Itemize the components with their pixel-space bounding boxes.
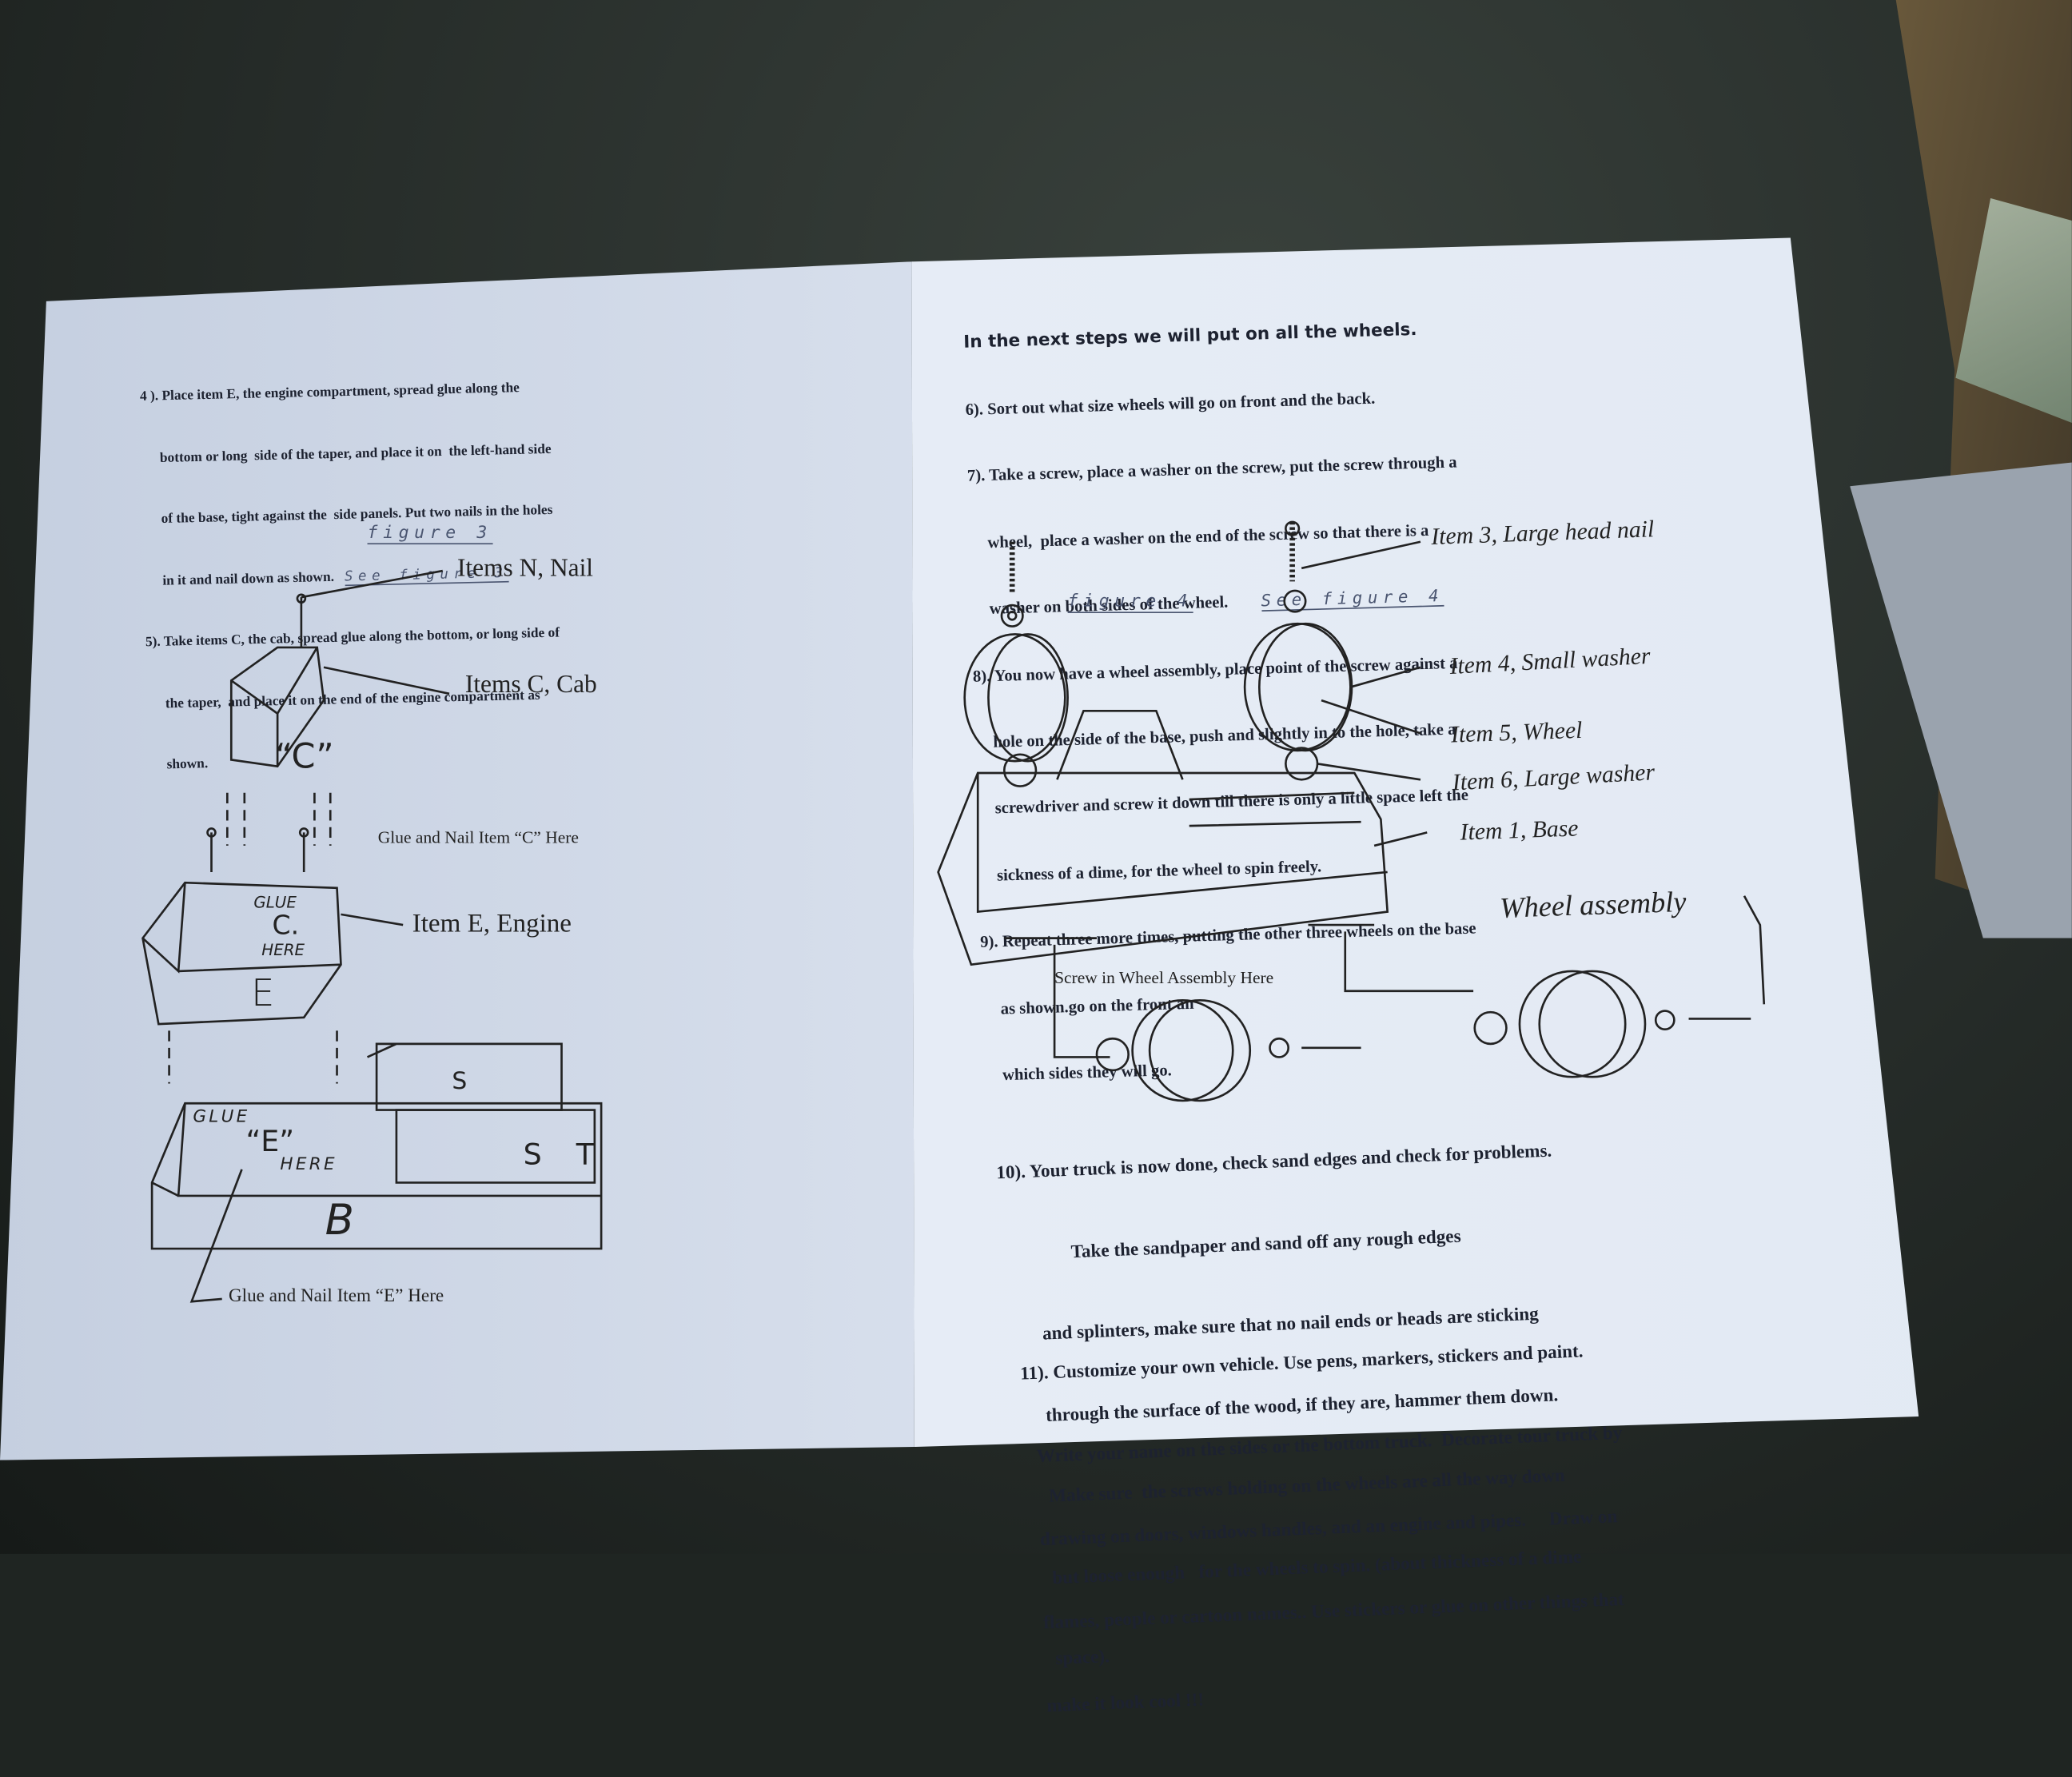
label-glue-c: Glue and Nail Item “C” Here bbox=[377, 827, 579, 847]
figure-4-drawing bbox=[0, 0, 2072, 1554]
sketch-letter-c2: C. bbox=[272, 909, 300, 941]
sketch-here-2: HERE bbox=[280, 1154, 337, 1175]
sketch-letter-e: E bbox=[251, 970, 275, 1015]
label-nail: Items N, Nail bbox=[456, 555, 594, 583]
label-engine: Item E, Engine bbox=[412, 909, 572, 938]
text-line: drawing on doors, windows handles, and a… bbox=[1039, 1507, 1618, 1551]
label-cab: Items C, Cab bbox=[464, 671, 597, 699]
text-line: flames, people or cartoon names.. Use st… bbox=[1042, 1590, 1625, 1634]
label-glue-e: Glue and Nail Item “E” Here bbox=[228, 1287, 444, 1307]
sketch-letter-e2: “E” bbox=[245, 1126, 295, 1159]
sketch-glue: GLUE bbox=[253, 893, 297, 912]
sketch-glue-2: GLUE bbox=[193, 1107, 250, 1128]
sketch-letter-s2: S bbox=[523, 1138, 542, 1173]
text-line: 10). Your truck is now done, check sand … bbox=[995, 1142, 1552, 1185]
sketch-letter-t: T bbox=[576, 1138, 594, 1173]
figure-4-title: figure 4 bbox=[1067, 592, 1193, 613]
sketch-letter-b: B bbox=[325, 1194, 354, 1245]
figure-3-drawing bbox=[0, 0, 2072, 1554]
sketch-here: HERE bbox=[261, 940, 305, 960]
text-line: Take the sandpaper and sand off any roug… bbox=[1070, 1226, 1462, 1263]
text-line: Write your name on the sides or the bott… bbox=[1036, 1424, 1623, 1468]
label-screw-here: Screw in Wheel Assembly Here bbox=[1054, 966, 1274, 987]
sketch-letter-s: S bbox=[452, 1067, 468, 1096]
figure-3-title: figure 3 bbox=[367, 523, 492, 545]
text-line: make it look cool !!! bbox=[1046, 1691, 1205, 1717]
text-line: 11). Customize your own vehicle. Use pen… bbox=[1019, 1342, 1584, 1385]
step-11-text: 11). Customize your own vehicle. Use pen… bbox=[1018, 1281, 1636, 1777]
booklet-left-page bbox=[0, 261, 914, 1460]
booklet-right-page bbox=[911, 237, 1919, 1448]
photo-scene: 4 ). Place item E, the engine compartmen… bbox=[0, 0, 2072, 1717]
